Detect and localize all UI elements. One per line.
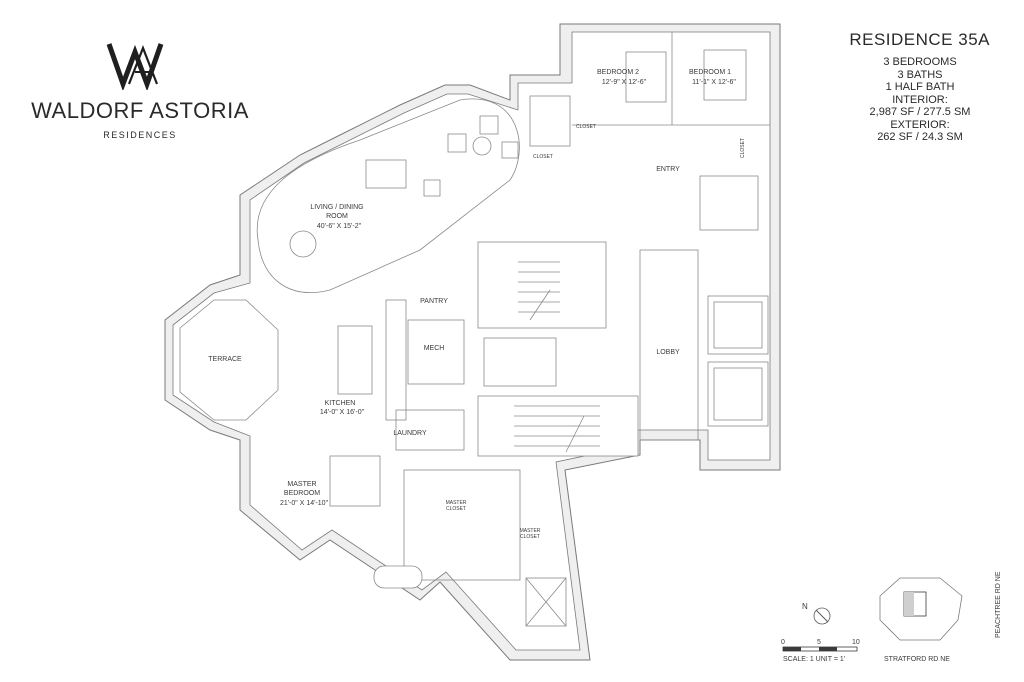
living-dim: 40'-6" X 15'-2" (317, 223, 362, 230)
bedroom2-dim: 12'-9" X 12'-6" (602, 79, 647, 86)
mech-label: MECH (424, 345, 445, 352)
mech-room (407, 319, 465, 385)
master-closet-a-line1: MASTER (446, 500, 467, 506)
terrace-outline (179, 299, 279, 421)
brand-name: WALDORF ASTORIA (31, 98, 249, 123)
armchair-2 (479, 115, 499, 135)
elevator-2-car (713, 367, 763, 421)
bath-a (529, 95, 571, 147)
living-room-wall (256, 98, 520, 293)
closet-2-label: CLOSET (533, 154, 553, 160)
living-label-line1: LIVING / DINING (310, 204, 363, 211)
exterior-area: 262 SF / 24.3 SM (877, 131, 963, 143)
brand-block: WALDORF ASTORIA RESIDENCES (30, 38, 250, 140)
master-closet-b-line1: MASTER (520, 528, 541, 534)
bedroom1-label: BEDROOM 1 (689, 69, 731, 76)
armchair-4 (423, 179, 441, 197)
stair-b-treads (514, 405, 600, 453)
closet-3-label: CLOSET (740, 138, 746, 158)
entry-label: ENTRY (656, 166, 680, 173)
elevator-1-car (713, 301, 763, 349)
living-label-line2: ROOM (326, 213, 348, 220)
kitchen-counter (385, 299, 407, 421)
scale-caption: SCALE: 1 UNIT = 1' (783, 656, 845, 663)
bathtub (373, 565, 423, 589)
kitchen-label: KITCHEN (325, 400, 356, 407)
stair-a (477, 241, 607, 329)
elevator-core (483, 337, 557, 387)
baths-count: 3 BATHS (897, 68, 943, 81)
laundry-label: LAUNDRY (393, 430, 427, 437)
exterior-label: EXTERIOR: (890, 118, 950, 131)
kitchen-dim: 14'-0" X 16'-0" (320, 409, 365, 416)
bedroom1-dim: 11'-1" X 12'-6" (692, 79, 736, 86)
compass: N (802, 602, 831, 625)
dining-table (289, 230, 317, 258)
pantry-label: PANTRY (420, 298, 448, 305)
compass-north-label: N (802, 602, 808, 611)
elevator-2 (707, 361, 769, 427)
shower-x2 (525, 577, 567, 627)
armchair-3 (501, 141, 519, 159)
kitchen-island (337, 325, 373, 395)
armchair-1 (447, 133, 467, 153)
scale-tick-10: 10 (852, 639, 860, 646)
compass-icon (813, 607, 831, 625)
master-dim: 21'-0" X 14'-10" (280, 500, 329, 507)
waldorf-logo-icon (106, 43, 164, 90)
scale-tick-0: 0 (781, 639, 785, 646)
elevator-1 (707, 295, 769, 355)
key-plan: STRATFORD RD NE PEACHTREE RD NE (879, 571, 1002, 663)
residence-info: RESIDENCE 35A 3 BEDROOMS 3 BATHS 1 HALF … (820, 30, 990, 144)
master-closet-a-line2: CLOSET (446, 506, 466, 512)
residence-title: RESIDENCE 35A (849, 30, 990, 49)
interior-area: 2,987 SF / 277.5 SM (869, 106, 971, 118)
street-right-label: PEACHTREE RD NE (995, 571, 1002, 638)
bath-b (699, 175, 759, 231)
laundry-room (395, 409, 465, 451)
bedroom2-label: BEDROOM 2 (597, 69, 639, 76)
brand-subtitle: RESIDENCES (103, 130, 177, 140)
scale-bar: 0 5 10 SCALE: 1 UNIT = 1' (781, 639, 860, 663)
bedroom1-bed (703, 49, 747, 101)
street-bottom-label: STRATFORD RD NE (884, 656, 950, 663)
scale-tick-5: 5 (817, 639, 821, 646)
terrace-label: TERRACE (208, 356, 242, 363)
scale-seg-1 (783, 647, 801, 651)
key-plan-unit-highlight (904, 592, 914, 616)
bedroom2-bed (625, 51, 667, 103)
master-label-line2: BEDROOM (284, 490, 320, 497)
lobby-zone (639, 249, 699, 441)
scale-seg-2 (819, 647, 837, 651)
master-closet-zone (403, 469, 521, 581)
sofa (365, 159, 407, 189)
closet-1-label: CLOSET (576, 124, 596, 130)
compass-needle (815, 609, 829, 623)
lobby-label: LOBBY (656, 349, 680, 356)
bedrooms-count: 3 BEDROOMS (883, 56, 957, 68)
master-closet-b-line2: CLOSET (520, 534, 540, 540)
master-label-line1: MASTER (287, 481, 316, 488)
master-bed (329, 455, 381, 507)
half-bath-count: 1 HALF BATH (885, 81, 955, 93)
stair-a-treads (518, 261, 560, 321)
interior-label: INTERIOR: (892, 93, 948, 106)
coffee-table (472, 136, 492, 156)
